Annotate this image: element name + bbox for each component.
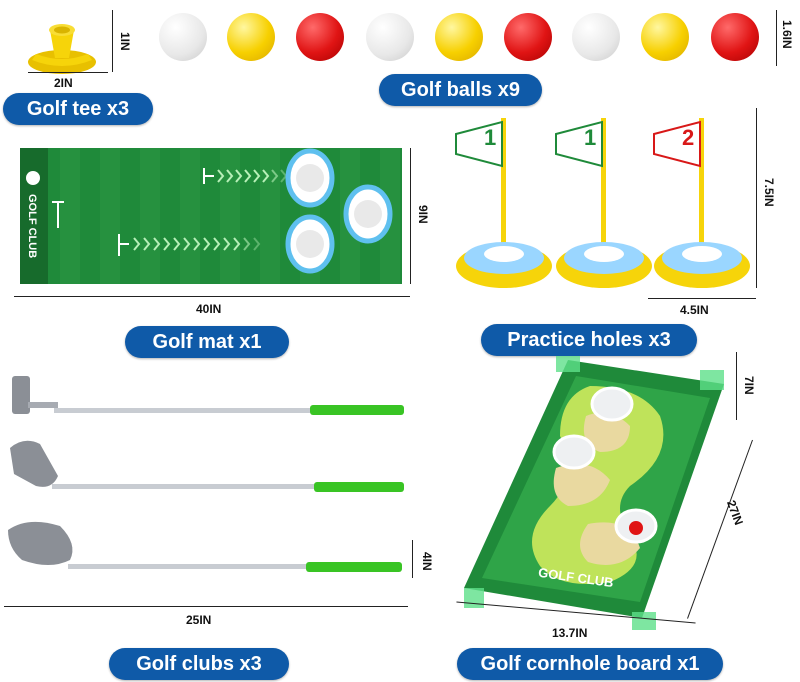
mat-logo: GOLF CLUB (26, 194, 38, 259)
hole-width-dimension: 4.5IN (680, 303, 709, 317)
golf-ball-yellow (435, 13, 483, 61)
ball-diameter-dimension: 1.6IN (780, 20, 794, 49)
cornhole-board-label: Golf cornhole board x1 (457, 648, 723, 680)
practice-hole-illustration (653, 118, 750, 288)
tee-width-dimension: 2IN (54, 76, 73, 90)
cornhole-board-illustration (464, 356, 724, 630)
golf-balls-label: Golf balls x9 (379, 74, 542, 106)
mat-width-dimension: 40IN (196, 302, 222, 316)
golf-club-iron (10, 440, 404, 492)
golf-tee-illustration (28, 24, 96, 74)
practice-hole-illustration (455, 118, 552, 288)
flag-number: 2 (682, 125, 695, 150)
hole-height-dimension: 7.5IN (762, 178, 776, 207)
practice-holes-label: Practice holes x3 (481, 324, 697, 356)
golf-ball-yellow (227, 13, 275, 61)
golf-club-wood (8, 521, 402, 572)
golf-ball-white (366, 13, 414, 61)
board-hole-dimension: 7IN (742, 376, 756, 395)
practice-hole-illustration (555, 118, 652, 288)
golf-ball-red (711, 13, 759, 61)
golf-clubs-label: Golf clubs x3 (109, 648, 289, 680)
golf-ball-red (504, 13, 552, 61)
flag-number: 1 (484, 125, 497, 150)
tee-height-dimension: 1IN (118, 32, 132, 51)
board-width-dimension: 13.7IN (552, 626, 588, 640)
golf-ball-yellow (641, 13, 689, 61)
club-length-dimension: 25IN (186, 613, 212, 627)
golf-mat-illustration (20, 148, 402, 284)
mat-height-dimension: 9IN (416, 205, 430, 224)
golf-ball-red (296, 13, 344, 61)
golf-tee-label: Golf tee x3 (3, 93, 153, 125)
golf-ball-white (572, 13, 620, 61)
golf-mat-label: Golf mat x1 (125, 326, 289, 358)
flag-number: 1 (584, 125, 597, 150)
club-head-dimension: 4IN (420, 552, 434, 571)
golf-ball-white (159, 13, 207, 61)
golf-club-putter (12, 376, 404, 415)
